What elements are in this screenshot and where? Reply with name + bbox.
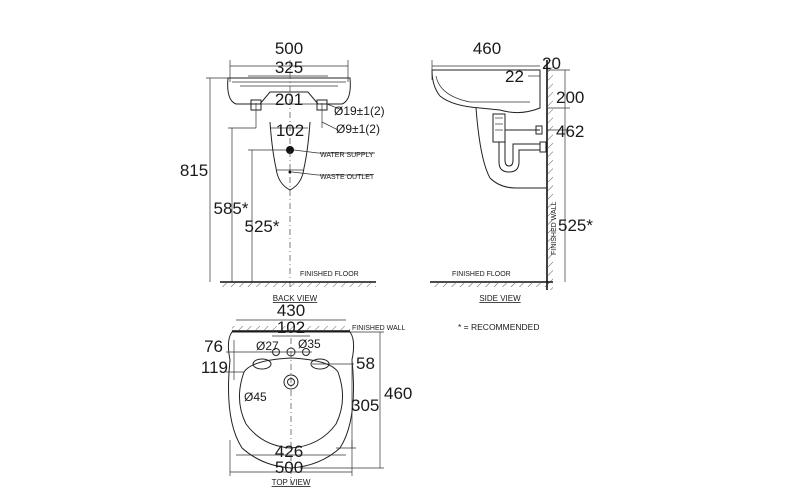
back-hole-9-label: Ø9±1(2) — [336, 122, 380, 136]
top-wall-hatch — [232, 326, 350, 330]
side-floor-hatch — [430, 283, 553, 287]
top-wall-label: FINISHED WALL — [352, 325, 406, 332]
side-view: 460 20 22 FINISHED WALL 200 462 525* — [430, 39, 593, 303]
side-dim-460: 460 — [473, 39, 501, 58]
back-view-title: BACK VIEW — [273, 294, 318, 303]
recommended-note: * = RECOMMENDED — [458, 322, 539, 332]
back-basin-outline — [227, 77, 351, 105]
side-dim-525: 525* — [558, 216, 593, 235]
waste-outlet-label: WASTE OUTLET — [320, 174, 375, 181]
top-dim-430: 430 — [277, 301, 305, 320]
side-dim-200: 200 — [556, 88, 584, 107]
waste-outlet-hole — [288, 170, 292, 174]
back-dim-525: 525* — [245, 217, 280, 236]
top-view-title: TOP VIEW — [272, 478, 311, 487]
top-dim-102: 102 — [277, 318, 305, 337]
side-dim-22: 22 — [505, 67, 524, 86]
back-floor-hatch — [220, 283, 376, 287]
back-dim-585: 585* — [214, 199, 249, 218]
side-wall-label: FINISHED WALL — [551, 201, 558, 255]
top-left-overflow — [252, 358, 272, 370]
top-dim-426: 426 — [275, 442, 303, 461]
side-pedestal — [475, 107, 547, 189]
back-view: 500 325 201 102 Ø19±1(2) Ø9±1(2) WATER S… — [180, 39, 385, 303]
side-dim-462: 462 — [556, 122, 584, 141]
side-view-title: SIDE VIEW — [479, 294, 521, 303]
back-dim-500: 500 — [275, 39, 303, 58]
top-dim-305: 305 — [351, 396, 379, 415]
back-dim-325: 325 — [275, 58, 303, 77]
side-basin-profile — [431, 69, 541, 114]
top-dim-500: 500 — [275, 458, 303, 477]
top-hole-27-label: Ø27 — [256, 339, 279, 353]
top-dim-76: 76 — [204, 337, 223, 356]
top-dim-58: 58 — [356, 354, 375, 373]
top-view: FINISHED WALL 430 102 Ø27 Ø35 Ø45 76 119 — [201, 301, 412, 487]
top-bowl — [239, 357, 343, 449]
top-dim-119: 119 — [201, 358, 228, 377]
back-floor-label: FINISHED FLOOR — [300, 271, 359, 278]
water-supply-label: WATER SUPPLY — [320, 152, 374, 159]
back-dim-815: 815 — [180, 161, 208, 180]
top-drain-outer — [283, 374, 299, 390]
side-floor-label: FINISHED FLOOR — [452, 271, 511, 278]
top-dim-460: 460 — [384, 384, 412, 403]
back-hole-19-label: Ø19±1(2) — [334, 104, 385, 118]
back-dim-201: 201 — [275, 90, 303, 109]
water-supply-hole — [286, 146, 294, 154]
top-hole-35-label: Ø35 — [298, 337, 321, 351]
side-wall-hatch — [548, 60, 553, 290]
top-hole-45-label: Ø45 — [244, 390, 267, 404]
